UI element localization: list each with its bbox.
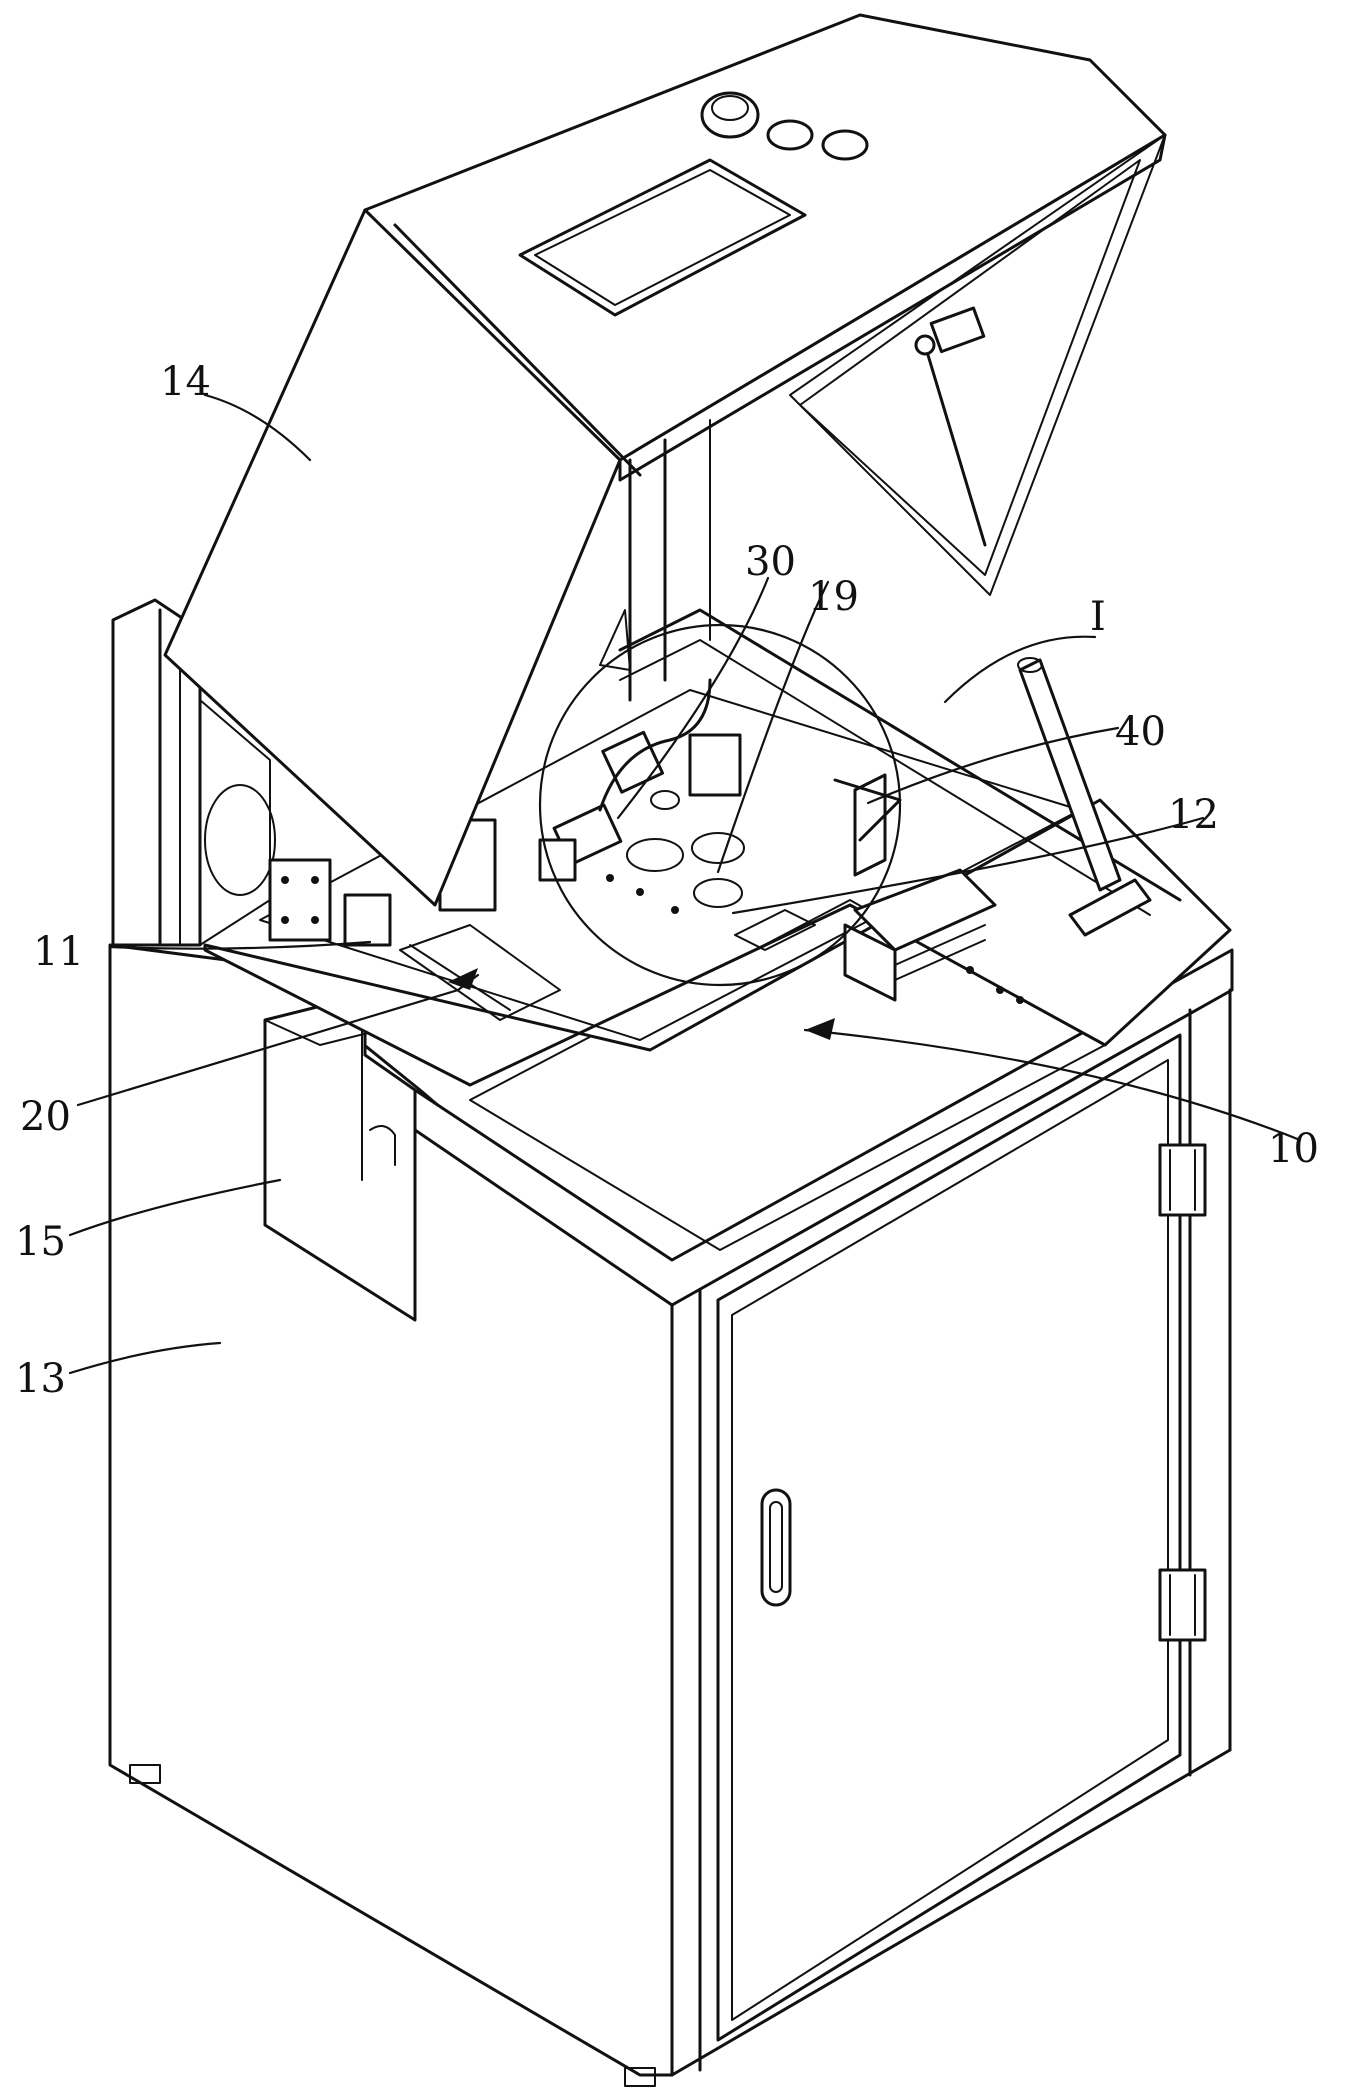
label-14: 14	[160, 359, 211, 405]
label-13: 13	[15, 1356, 66, 1402]
label-10: 10	[1268, 1126, 1319, 1172]
label-20: 20	[20, 1094, 71, 1140]
control-button-a[interactable]	[768, 121, 812, 149]
label-11: 11	[33, 929, 84, 975]
label-40: 40	[1115, 709, 1166, 755]
control-knob[interactable]	[702, 93, 758, 137]
cabinet-door[interactable]	[718, 1035, 1180, 2040]
label-15: 15	[15, 1219, 66, 1265]
label-12: 12	[1168, 792, 1219, 838]
label-19: 19	[808, 574, 859, 620]
label-30: 30	[745, 539, 796, 585]
label-I: I	[1090, 594, 1106, 640]
cover-lid	[165, 15, 1165, 905]
control-button-b[interactable]	[823, 131, 867, 159]
